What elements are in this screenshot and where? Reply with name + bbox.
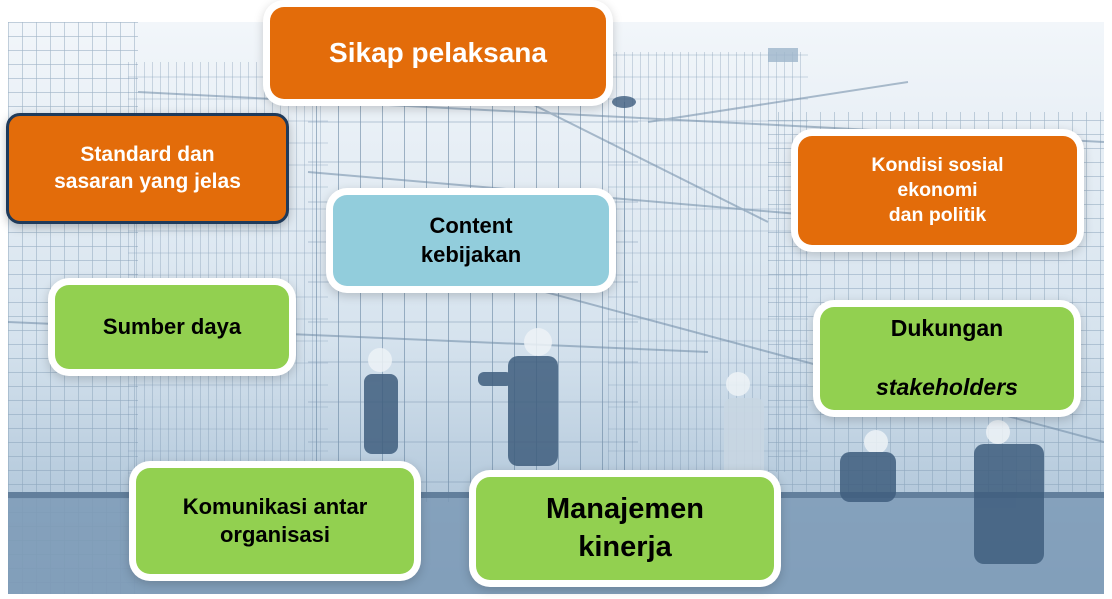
node-dukungan-text: Dukungan stakeholders	[876, 285, 1018, 432]
node-sumber-daya: Sumber daya	[55, 285, 289, 369]
node-sikap-pelaksana: Sikap pelaksana	[270, 7, 606, 99]
node-content-kebijakan: Content kebijakan	[333, 195, 609, 286]
node-dukungan-line1: Dukungan	[890, 315, 1004, 342]
node-manajemen-label: Manajemen kinerja	[546, 493, 704, 563]
node-komunikasi-antar-organisasi: Komunikasi antar organisasi	[136, 468, 414, 574]
node-standard-sasaran: Standard dan sasaran yang jelas	[6, 113, 289, 224]
node-sikap-pelaksana-label: Sikap pelaksana	[329, 37, 547, 69]
node-standard-sasaran-label: Standard dan sasaran yang jelas	[54, 142, 241, 193]
node-dukungan-stakeholders: Dukungan stakeholders	[820, 307, 1074, 410]
node-kondisi-sosial-label: Kondisi sosial ekonomi dan politik	[871, 154, 1004, 226]
node-dukungan-line2: stakeholders	[876, 374, 1018, 401]
node-sumber-daya-label: Sumber daya	[102, 313, 242, 339]
node-content-kebijakan-label: Content kebijakan	[420, 213, 522, 267]
worker-silhouettes	[364, 328, 1044, 564]
node-komunikasi-label: Komunikasi antar organisasi	[182, 493, 368, 547]
node-kondisi-sosial: Kondisi sosial ekonomi dan politik	[798, 136, 1077, 245]
node-manajemen-kinerja: Manajemen kinerja	[476, 477, 774, 580]
